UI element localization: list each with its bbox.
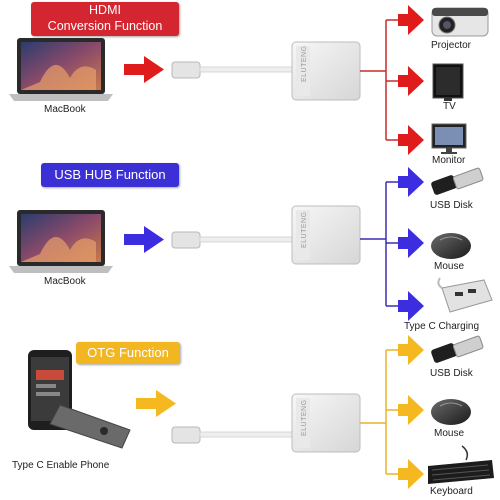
hdmi-section: [9, 5, 489, 155]
usb-hub-function-title: USB HUB Function: [41, 163, 179, 187]
type-c-hub-icon: [437, 277, 493, 313]
hdmi-title-line-1: HDMI: [89, 3, 121, 17]
usb-connector-lines: [360, 181, 398, 307]
adapter-icon: [291, 393, 361, 453]
keyboard-icon: [428, 445, 494, 484]
projector-icon: [431, 7, 489, 37]
device-label-mouse: Mouse: [434, 261, 465, 272]
device-label-projector: Projector: [431, 40, 472, 51]
hdmi-title-line-2: Conversion Function: [47, 19, 163, 33]
otg-section: [28, 335, 494, 489]
macbook-icon: [9, 38, 113, 101]
otg-function-title: OTG Function: [76, 342, 180, 364]
usb-disk-icon: [431, 167, 484, 195]
hdmi-function-title: HDMI Conversion Function: [31, 2, 179, 36]
source-label-phone: Type C Enable Phone: [12, 460, 110, 471]
phone-icon: [28, 350, 131, 449]
input-arrow-icon: [124, 56, 164, 83]
device-label-keyboard: Keyboard: [430, 486, 473, 497]
source-label-macbook: MacBook: [44, 276, 86, 287]
output-arrows: [398, 335, 424, 489]
tv-icon: [432, 63, 464, 101]
device-label-usb-disk: USB Disk: [430, 200, 473, 211]
monitor-icon: [431, 123, 467, 154]
mouse-icon: [431, 399, 471, 425]
adapter-brand: ELUTENG: [301, 211, 308, 248]
usb-disk-icon: [431, 335, 484, 363]
input-arrow-icon: [124, 226, 164, 253]
hdmi-connector-lines: [360, 19, 398, 141]
mouse-icon: [431, 233, 471, 259]
usb-hub-section: [9, 167, 493, 321]
device-label-mouse: Mouse: [434, 428, 465, 439]
adapter-icon: [291, 205, 361, 265]
output-arrows: [398, 5, 424, 155]
device-label-usb-disk: USB Disk: [430, 368, 473, 379]
device-label-tv: TV: [443, 101, 456, 112]
output-arrows: [398, 167, 424, 321]
device-label-monitor: Monitor: [432, 155, 466, 166]
macbook-icon: [9, 210, 113, 273]
source-label-macbook: MacBook: [44, 104, 86, 115]
adapter-brand: ELUTENG: [301, 45, 308, 82]
adapter-icon: [291, 41, 361, 101]
device-label-type-c-charging: Type C Charging: [404, 321, 480, 332]
input-arrow-icon: [136, 390, 176, 417]
otg-connector-lines: [360, 349, 398, 475]
adapter-brand: ELUTENG: [301, 399, 308, 436]
